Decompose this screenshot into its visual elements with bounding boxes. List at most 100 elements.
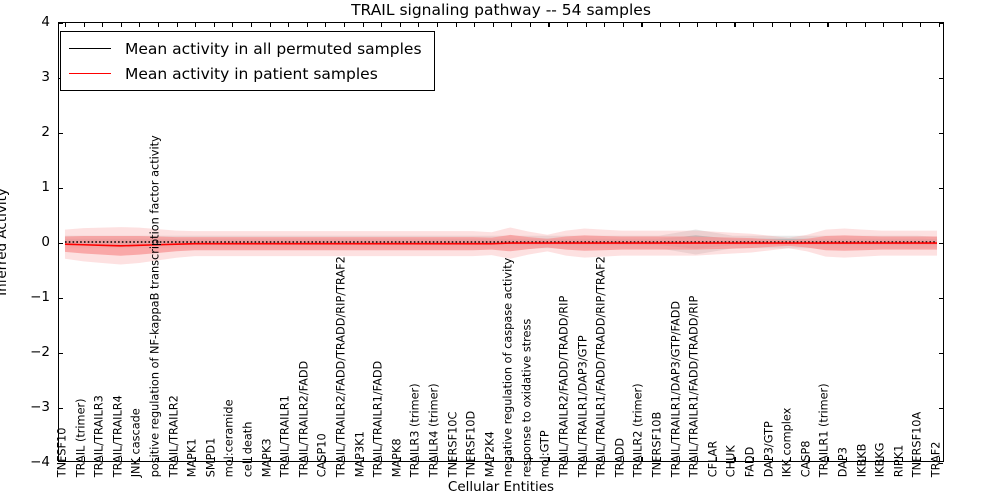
x-tick-label: FADD	[743, 446, 757, 478]
y-tick-mark	[59, 133, 63, 135]
x-tick-mark	[511, 23, 513, 27]
x-tick-mark	[641, 457, 643, 461]
x-tick-mark	[102, 23, 104, 27]
x-tick-label: TRAIL (trimer)	[74, 398, 88, 478]
x-tick-mark	[939, 23, 941, 27]
x-tick-mark	[176, 457, 178, 461]
x-tick-label: TRAIL/TRAILR2/FADD	[297, 360, 311, 478]
x-tick-mark	[269, 23, 271, 27]
x-tick-mark	[622, 23, 624, 27]
x-tick-label: MAPK1	[185, 438, 199, 478]
x-tick-mark	[213, 457, 215, 461]
x-tick-mark	[529, 457, 531, 461]
x-tick-mark	[195, 23, 197, 27]
y-tick-mark	[939, 408, 943, 410]
x-tick-label: RIPK1	[892, 444, 906, 478]
series-band-inner	[64, 234, 938, 256]
x-tick-label: mol:ceramide	[223, 399, 237, 478]
x-tick-mark	[325, 23, 327, 27]
x-tick-mark	[343, 457, 346, 461]
y-tick-mark	[59, 243, 63, 245]
x-tick-label: CASP10	[316, 433, 330, 478]
x-tick-mark	[901, 457, 903, 461]
x-tick-label: MAP2K4	[483, 431, 497, 478]
x-tick-label: TRAIL/TRAILR1/DAP3/GTP/FADD	[669, 300, 683, 478]
legend-item: Mean activity in patient samples	[69, 61, 422, 86]
x-tick-mark	[511, 457, 513, 461]
x-tick-mark	[306, 23, 308, 27]
x-tick-mark	[846, 457, 848, 461]
x-tick-mark	[436, 23, 438, 27]
x-tick-mark	[771, 23, 773, 27]
x-tick-mark	[232, 23, 234, 27]
y-tick-label: 1	[41, 179, 50, 195]
x-tick-label: TRAIL/TRAILR1/FADD/TRADD/RIP/TRAF2	[594, 256, 608, 478]
plot-area	[58, 22, 944, 465]
x-tick-mark	[325, 457, 327, 461]
x-tick-mark	[864, 457, 866, 461]
y-tick-mark	[939, 23, 943, 25]
x-tick-mark	[771, 457, 773, 461]
x-tick-mark	[195, 457, 197, 461]
x-tick-mark	[920, 23, 922, 27]
x-tick-mark	[65, 457, 67, 461]
x-tick-label: negative regulation of caspase activity	[502, 257, 515, 478]
x-tick-mark	[678, 457, 680, 461]
y-tick-mark	[939, 133, 943, 135]
y-tick-mark	[939, 353, 943, 355]
x-tick-mark	[436, 457, 438, 461]
y-tick-mark	[59, 188, 63, 190]
x-tick-label: CHUK	[725, 445, 739, 478]
x-tick-label: TRAILR4 (trimer)	[427, 383, 441, 478]
x-tick-mark	[120, 23, 122, 27]
x-tick-mark	[102, 457, 104, 461]
x-tick-label: TRAIL/TRAILR2	[167, 395, 181, 478]
x-tick-label: TNFRSF10D	[464, 410, 478, 478]
x-tick-label: DAP3/GTP	[762, 421, 776, 478]
x-tick-mark	[83, 457, 85, 461]
x-tick-mark	[418, 23, 420, 27]
y-tick-mark	[59, 23, 63, 25]
x-tick-label: JNK cascade	[130, 408, 144, 478]
x-tick-label: TRAIL/TRAILR2/FADD/TRADD/RIP/TRAF2	[334, 256, 348, 478]
chart-title: TRAIL signaling pathway -- 54 samples	[351, 1, 651, 19]
x-tick-mark	[697, 23, 699, 27]
x-tick-label: MAPK3	[260, 438, 274, 478]
x-tick-mark	[455, 457, 457, 461]
x-tick-label: TRAIL/TRAILR1/DAP3/GTP	[576, 335, 590, 478]
x-tick-label: TNFRSF10B	[650, 411, 664, 478]
y-tick-label: 3	[41, 69, 50, 85]
y-tick-mark	[939, 298, 943, 300]
x-tick-label: IKK complex	[780, 407, 794, 478]
y-tick-label: 4	[41, 14, 50, 30]
y-tick-mark	[939, 188, 943, 190]
x-tick-mark	[288, 457, 290, 461]
x-tick-mark	[734, 23, 736, 27]
x-tick-label: IKBKG	[873, 442, 887, 478]
x-tick-label: MAP3K1	[353, 431, 367, 478]
x-tick-label: CASP8	[799, 440, 813, 478]
x-tick-label: positive regulation of NF-kappaB transcr…	[148, 135, 162, 478]
x-tick-mark	[790, 457, 792, 461]
x-tick-label: cell death	[241, 421, 255, 478]
x-tick-mark	[846, 23, 848, 27]
x-tick-mark	[604, 457, 606, 461]
x-tick-mark	[808, 23, 810, 27]
x-tick-label: TRAIL/TRAILR1/FADD/TRADD/RIP	[687, 295, 701, 478]
x-tick-mark	[157, 23, 160, 27]
y-tick-mark	[59, 463, 63, 465]
x-tick-label: DAP3	[836, 447, 850, 478]
x-tick-mark	[288, 23, 290, 27]
x-tick-label: TNFRSF10C	[446, 411, 460, 478]
x-tick-mark	[492, 457, 494, 461]
x-tick-label: TRAIL/TRAILR3	[92, 395, 106, 478]
x-tick-label: IKBKB	[855, 443, 869, 478]
x-tick-label: mol:GTP	[539, 430, 553, 478]
x-tick-mark	[585, 23, 587, 27]
x-tick-label: TRAILR3 (trimer)	[409, 383, 423, 478]
series-paths	[64, 227, 938, 265]
x-tick-mark	[567, 457, 569, 461]
legend-swatch-permuted	[69, 48, 111, 49]
x-tick-mark	[250, 457, 253, 461]
x-tick-mark	[808, 457, 810, 461]
